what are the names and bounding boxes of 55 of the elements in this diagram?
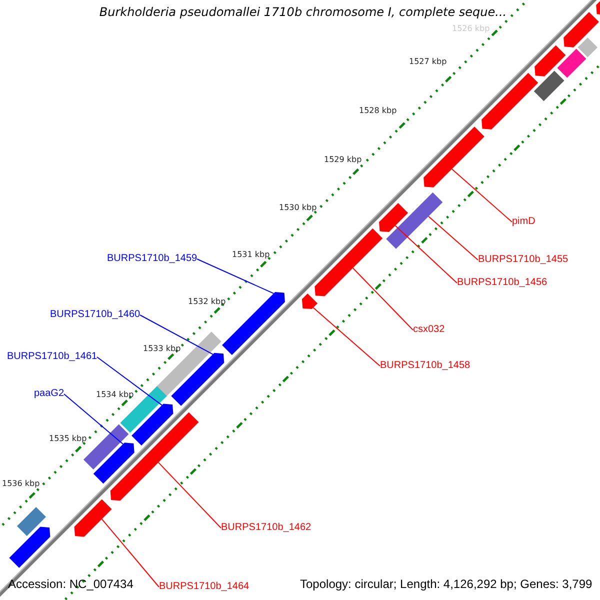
gene-label: BURPS1710b_1459 (107, 254, 198, 264)
map-title: Burkholderia pseudomallei 1710b chromosome I, complete seque... (99, 6, 507, 18)
gene-label: BURPS1710b_1456 (457, 278, 548, 288)
gene-feature (16, 507, 46, 536)
gene-feature (93, 442, 134, 484)
gene-feature (74, 499, 112, 537)
scale-label: 1527 kbp (409, 58, 447, 66)
leader-line (158, 462, 222, 528)
gene-feature (386, 192, 443, 249)
leader-line (96, 356, 162, 406)
leader-line (312, 307, 380, 366)
leader-line (394, 225, 458, 284)
gene-feature (482, 72, 538, 130)
gene-feature (424, 126, 484, 188)
scale-label: 1536 kbp (2, 480, 40, 488)
leader-line (352, 268, 414, 330)
accession-text: Accession: NC_007434 (8, 578, 134, 590)
gene-feature (9, 526, 50, 568)
gene-label: BURPS1710b_1464 (159, 582, 250, 592)
gene-label: BURPS1710b_1455 (478, 255, 568, 265)
gene-label: BURPS1710b_1460 (50, 310, 140, 320)
genome-summary-text: Topology: circular; Length: 4,126,292 bp; Genes: 3,799 (300, 578, 592, 590)
gene-label: csx032 (413, 325, 445, 335)
scale-label: 1529 kbp (324, 156, 362, 164)
scale-label: 1533 kbp (143, 345, 181, 353)
gene-feature (534, 70, 564, 102)
leader-line (140, 314, 214, 355)
gene-label: pimD (512, 217, 536, 227)
gene-feature (132, 404, 174, 446)
leader-line (101, 518, 160, 588)
gene-feature (596, 0, 600, 15)
scale-label: 1532 kbp (188, 298, 226, 306)
scale-label: 1535 kbp (49, 435, 87, 443)
gene-feature (110, 412, 199, 501)
gene-label: BURPS1710b_1461 (7, 352, 98, 362)
scale-label: 1534 kbp (96, 391, 134, 399)
scale-label: 1528 kbp (359, 107, 397, 115)
gene-feature (120, 386, 167, 433)
gene-feature (578, 38, 598, 58)
scale-label: 1531 kbp (232, 251, 270, 259)
leader-line (196, 258, 274, 294)
gene-feature (302, 293, 318, 310)
leader-line (64, 394, 124, 445)
gene-feature (557, 48, 586, 78)
scale-label: 1530 kbp (279, 204, 317, 212)
gene-feature (171, 352, 224, 406)
gene-label: BURPS1710b_1462 (221, 523, 312, 533)
leader-line (428, 216, 478, 260)
gene-label: paaG2 (34, 389, 64, 399)
leader-line (451, 168, 512, 222)
gene-feature (314, 228, 383, 296)
gene-feature (379, 202, 408, 232)
gene-feature (534, 45, 566, 76)
gene-feature (564, 12, 599, 48)
gene-label: BURPS1710b_1458 (380, 361, 470, 371)
